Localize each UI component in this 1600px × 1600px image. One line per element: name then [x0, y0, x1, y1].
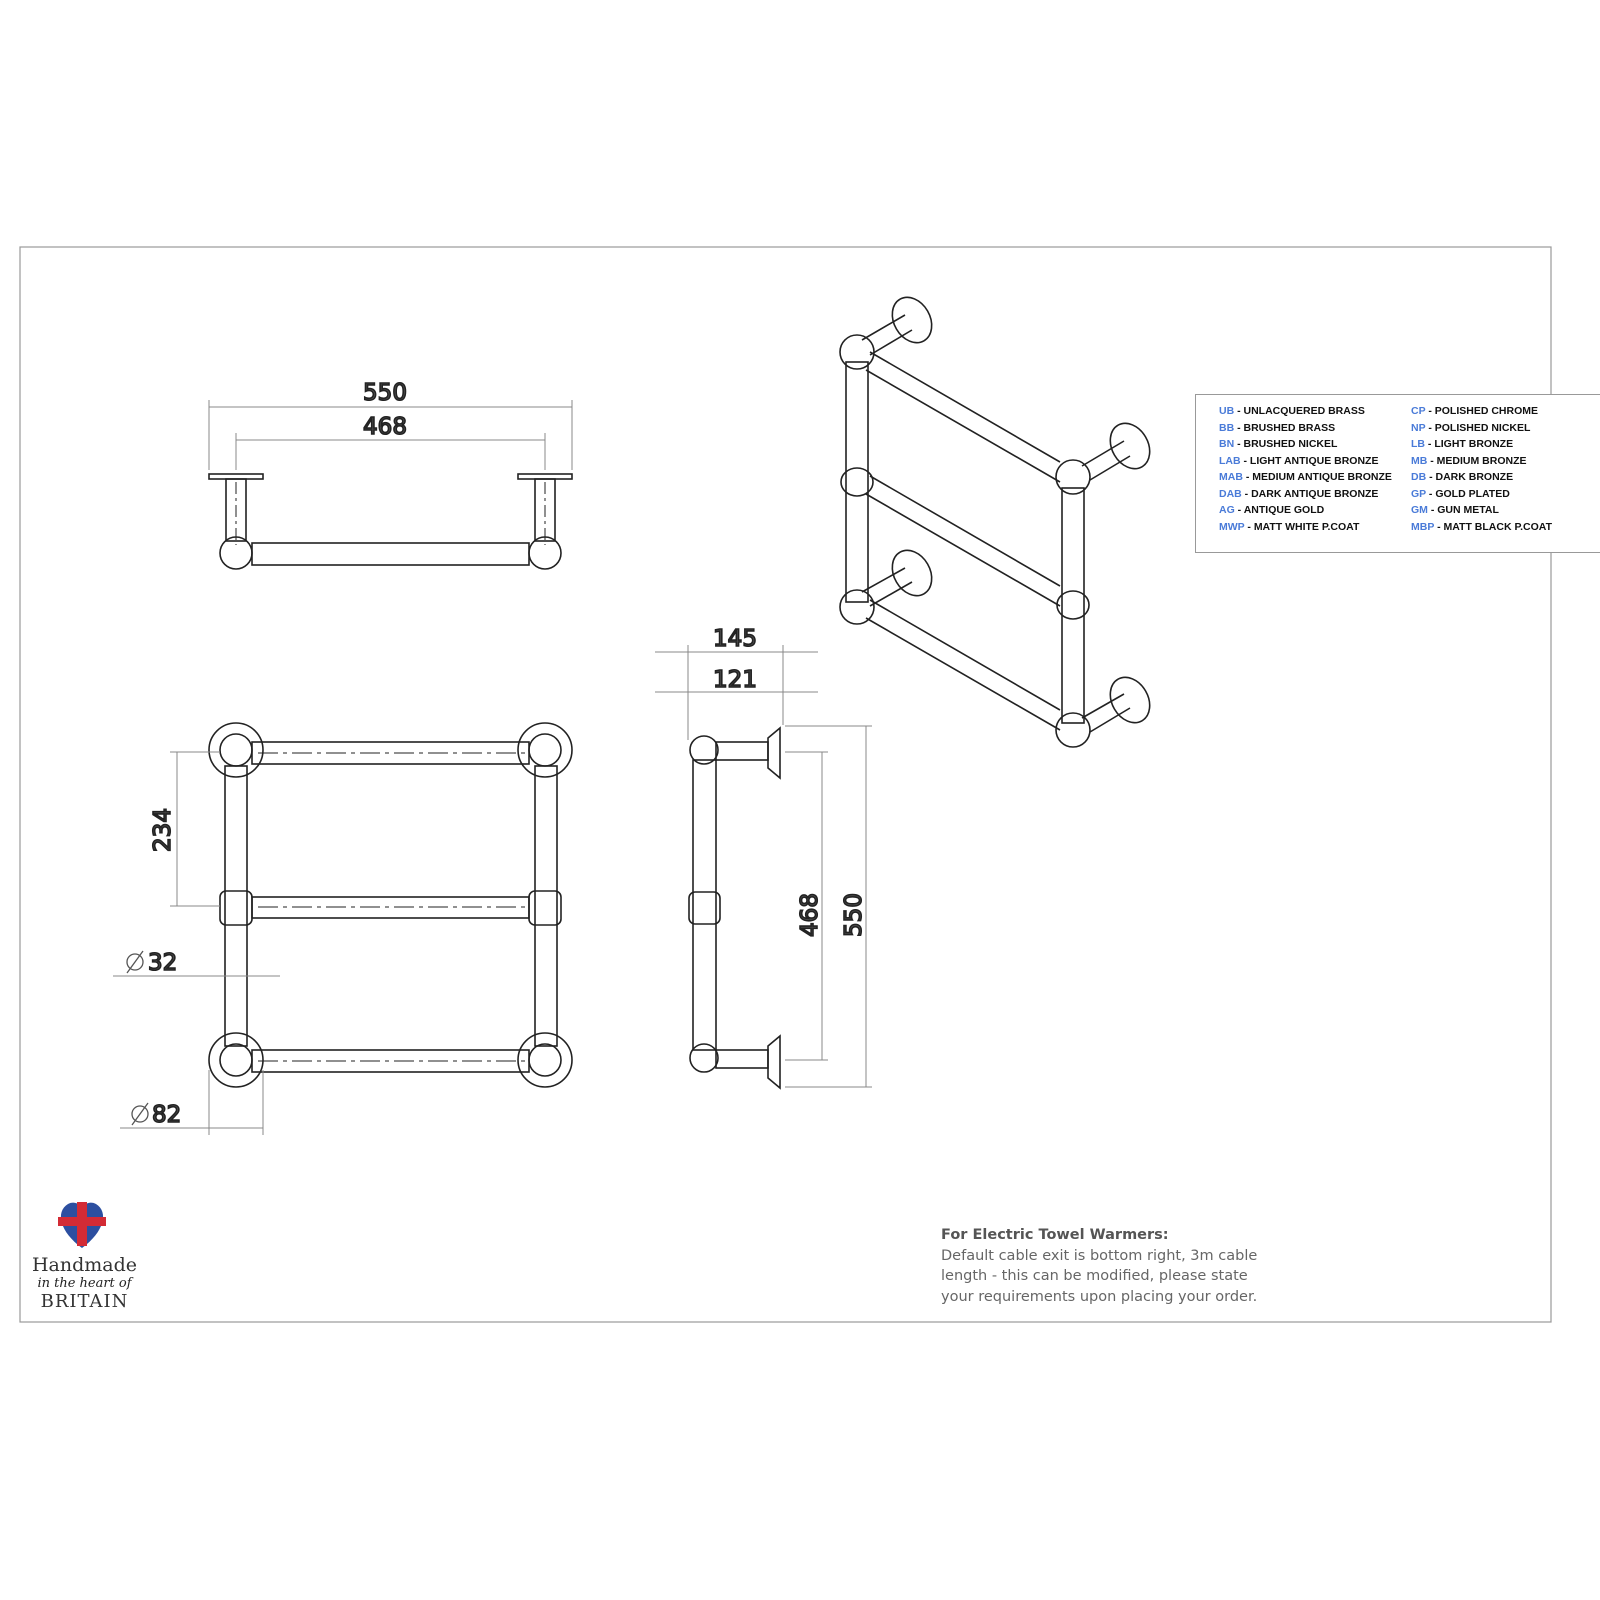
finish-code: LB [1411, 438, 1425, 450]
handmade-logo: Handmade in the heart of BRITAIN [22, 1254, 147, 1312]
finish-code: MWP [1219, 520, 1245, 533]
finish-code: CP [1411, 405, 1426, 417]
finish-name: - ANTIQUE GOLD [1234, 504, 1325, 516]
finish-name: - POLISHED CHROME [1425, 405, 1538, 417]
dim-32: 32 [148, 950, 177, 976]
finish-name: - GOLD PLATED [1425, 487, 1510, 500]
isometric-view [839, 296, 1151, 748]
dim-145: 145 [713, 626, 757, 652]
legend-item: LAB - LIGHT ANTIQUE BRONZE [1219, 453, 1392, 470]
note-line: your requirements upon placing your orde… [941, 1288, 1258, 1305]
sheet-border [19, 246, 1552, 1323]
legend-item: BN - BRUSHED NICKEL [1219, 436, 1392, 453]
dim-234: 234 [150, 808, 176, 852]
legend-item: MAB - MEDIUM ANTIQUE BRONZE [1219, 469, 1392, 486]
finish-name: - GUN METAL [1427, 504, 1499, 516]
legend-item: DB - DARK BRONZE [1411, 469, 1552, 486]
logo-line2: in the heart of [37, 1276, 132, 1291]
finish-name: - BRUSHED BRASS [1234, 421, 1336, 434]
top-dimension-lines [208, 400, 573, 470]
finish-name: - MEDIUM BRONZE [1427, 454, 1527, 467]
finish-code: LAB [1219, 454, 1241, 467]
flag-heart-icon [58, 1202, 106, 1248]
dim-468-top: 468 [363, 414, 407, 440]
top-view [208, 473, 573, 570]
note-line: length - this can be modified, please st… [941, 1268, 1248, 1284]
finish-code: AG [1219, 504, 1235, 516]
finish-name: - LIGHT BRONZE [1425, 438, 1514, 450]
finish-name: - MEDIUM ANTIQUE BRONZE [1242, 471, 1392, 483]
legend-item: MWP - MATT WHITE P.COAT [1219, 519, 1392, 536]
finish-code: MB [1411, 454, 1428, 467]
legend-item: CP - POLISHED CHROME [1411, 403, 1552, 420]
legend-item: AG - ANTIQUE GOLD [1219, 502, 1392, 519]
finish-name: - POLISHED NICKEL [1425, 421, 1531, 434]
dim-82: 82 [152, 1102, 181, 1128]
finish-name: - UNLACQUERED BRASS [1234, 405, 1365, 417]
finish-code: MAB [1219, 471, 1243, 483]
finish-name: - DARK ANTIQUE BRONZE [1241, 487, 1379, 500]
side-dimension-lines [655, 645, 872, 1088]
finish-code: MBP [1411, 520, 1435, 533]
legend-item: MB - MEDIUM BRONZE [1411, 453, 1552, 470]
finish-code: DAB [1219, 487, 1242, 500]
finish-code: BB [1219, 421, 1235, 434]
dim-468-side: 468 [797, 893, 823, 937]
finish-code: BN [1219, 438, 1235, 450]
finish-code: UB [1219, 405, 1235, 417]
front-view [208, 722, 573, 1088]
legend-item: GM - GUN METAL [1411, 502, 1552, 519]
legend-item: LB - LIGHT BRONZE [1411, 436, 1552, 453]
legend-item: BB - BRUSHED BRASS [1219, 420, 1392, 437]
finish-name: - LIGHT ANTIQUE BRONZE [1240, 454, 1379, 467]
finish-code: GM [1411, 504, 1428, 516]
finish-code: GP [1411, 487, 1426, 500]
dim-550-top: 550 [363, 380, 407, 406]
finish-name: - MATT BLACK P.COAT [1434, 520, 1552, 533]
logo-line3: BRITAIN [40, 1291, 129, 1312]
dim-121: 121 [713, 667, 757, 693]
logo-line1: Handmade [31, 1254, 138, 1276]
side-view [688, 726, 781, 1090]
finish-code: DB [1411, 471, 1427, 483]
electric-note: For Electric Towel Warmers: Default cabl… [941, 1225, 1257, 1307]
legend-item: DAB - DARK ANTIQUE BRONZE [1219, 486, 1392, 503]
legend-item: MBP - MATT BLACK P.COAT [1411, 519, 1552, 536]
dim-550-side: 550 [841, 893, 867, 937]
finish-name: - MATT WHITE P.COAT [1244, 520, 1360, 533]
front-dimension-lines [113, 751, 280, 1135]
finish-code: NP [1411, 421, 1426, 434]
dimension-labels: 550 468 234 32 82 145 121 468 550 [147, 379, 868, 1129]
note-line: Default cable exit is bottom right, 3m c… [941, 1247, 1258, 1264]
legend-item: GP - GOLD PLATED [1411, 486, 1552, 503]
legend-item: NP - POLISHED NICKEL [1411, 420, 1552, 437]
diameter-symbols [126, 950, 149, 1126]
legend-item: UB - UNLACQUERED BRASS [1219, 403, 1392, 420]
finish-name: - BRUSHED NICKEL [1234, 438, 1338, 450]
note-title: For Electric Towel Warmers: [941, 1227, 1169, 1243]
finish-name: - DARK BRONZE [1426, 471, 1514, 483]
